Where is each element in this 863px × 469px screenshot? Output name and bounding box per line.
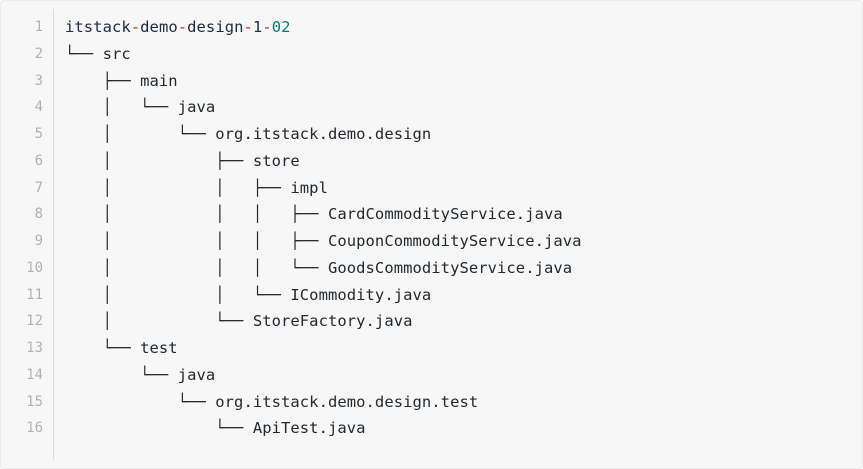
code-line-text: │ ├── store bbox=[65, 151, 300, 170]
code-line: 11 │ │ └── ICommodity.java bbox=[1, 282, 862, 309]
code-line-text: │ │ └── ICommodity.java bbox=[65, 285, 432, 304]
code-line: 3 ├── main bbox=[1, 68, 862, 95]
code-line-text: └── java bbox=[65, 365, 216, 384]
code-line-text: └── org.itstack.demo.design.test bbox=[65, 392, 479, 411]
code-line-text: ├── main bbox=[65, 71, 178, 90]
line-number: 13 bbox=[26, 340, 43, 356]
line-number: 12 bbox=[26, 313, 43, 330]
line-number: 6 bbox=[34, 152, 43, 169]
code-line: 8 │ │ │ ├── CardCommodityService.java bbox=[1, 201, 862, 228]
code-line-text: │ │ │ ├── CouponCommodityService.java bbox=[65, 232, 582, 250]
code-line-text: └── src bbox=[65, 44, 131, 63]
code-line-text: │ │ ├── impl bbox=[65, 178, 328, 197]
line-number: 1 bbox=[34, 19, 43, 35]
line-number: 11 bbox=[26, 286, 43, 303]
line-number: 4 bbox=[34, 99, 43, 116]
line-number: 9 bbox=[34, 233, 43, 249]
code-token-operator: - bbox=[130, 18, 141, 36]
code-line: 7 │ │ ├── impl bbox=[1, 175, 862, 202]
line-number: 14 bbox=[26, 366, 43, 383]
line-number: 15 bbox=[26, 393, 43, 410]
code-token-number: 02 bbox=[271, 18, 291, 36]
code-line-text: │ └── StoreFactory.java bbox=[65, 312, 413, 331]
code-token-operator: - bbox=[262, 18, 272, 36]
code-token-ident: demo bbox=[140, 18, 178, 36]
code-line-text: │ │ │ └── GoodsCommodityService.java bbox=[65, 258, 573, 277]
code-line-text: └── ApiTest.java bbox=[65, 419, 366, 438]
code-line: 4 │ └── java bbox=[1, 94, 862, 121]
code-line: 6 │ ├── store bbox=[1, 148, 862, 175]
code-line: 14 └── java bbox=[1, 362, 862, 389]
code-line-text: │ │ │ ├── CardCommodityService.java bbox=[65, 205, 563, 224]
code-line: 15 └── org.itstack.demo.design.test bbox=[1, 389, 862, 416]
code-line-text: └── test bbox=[65, 339, 178, 357]
code-line-text: │ └── java bbox=[65, 98, 216, 117]
line-number: 16 bbox=[26, 420, 43, 437]
code-token-ident: itstack bbox=[65, 18, 131, 36]
line-number: 5 bbox=[34, 126, 43, 142]
line-number: 8 bbox=[34, 206, 43, 223]
code-line: 16 └── ApiTest.java bbox=[1, 415, 862, 442]
code-line: 10 │ │ │ └── GoodsCommodityService.java bbox=[1, 255, 862, 282]
code-line: 2 └── src bbox=[1, 41, 862, 68]
code-token-ident: 1 bbox=[252, 18, 263, 36]
code-line-text: │ └── org.itstack.demo.design bbox=[65, 125, 432, 143]
line-number: 2 bbox=[34, 45, 43, 62]
code-token-operator: - bbox=[177, 18, 188, 36]
line-number: 10 bbox=[26, 259, 43, 276]
code-line: 13 └── test bbox=[1, 335, 862, 362]
line-number: 7 bbox=[34, 179, 43, 196]
code-line-text: itstack-demo-design-1-02 bbox=[65, 14, 291, 41]
code-line: 5 │ └── org.itstack.demo.design bbox=[1, 121, 862, 148]
code-token-operator: - bbox=[243, 18, 253, 36]
line-number: 3 bbox=[34, 72, 43, 89]
code-line: 9 │ │ │ ├── CouponCommodityService.java bbox=[1, 228, 862, 255]
code-line: 12 │ └── StoreFactory.java bbox=[1, 308, 862, 335]
code-token-ident: design bbox=[187, 18, 244, 36]
